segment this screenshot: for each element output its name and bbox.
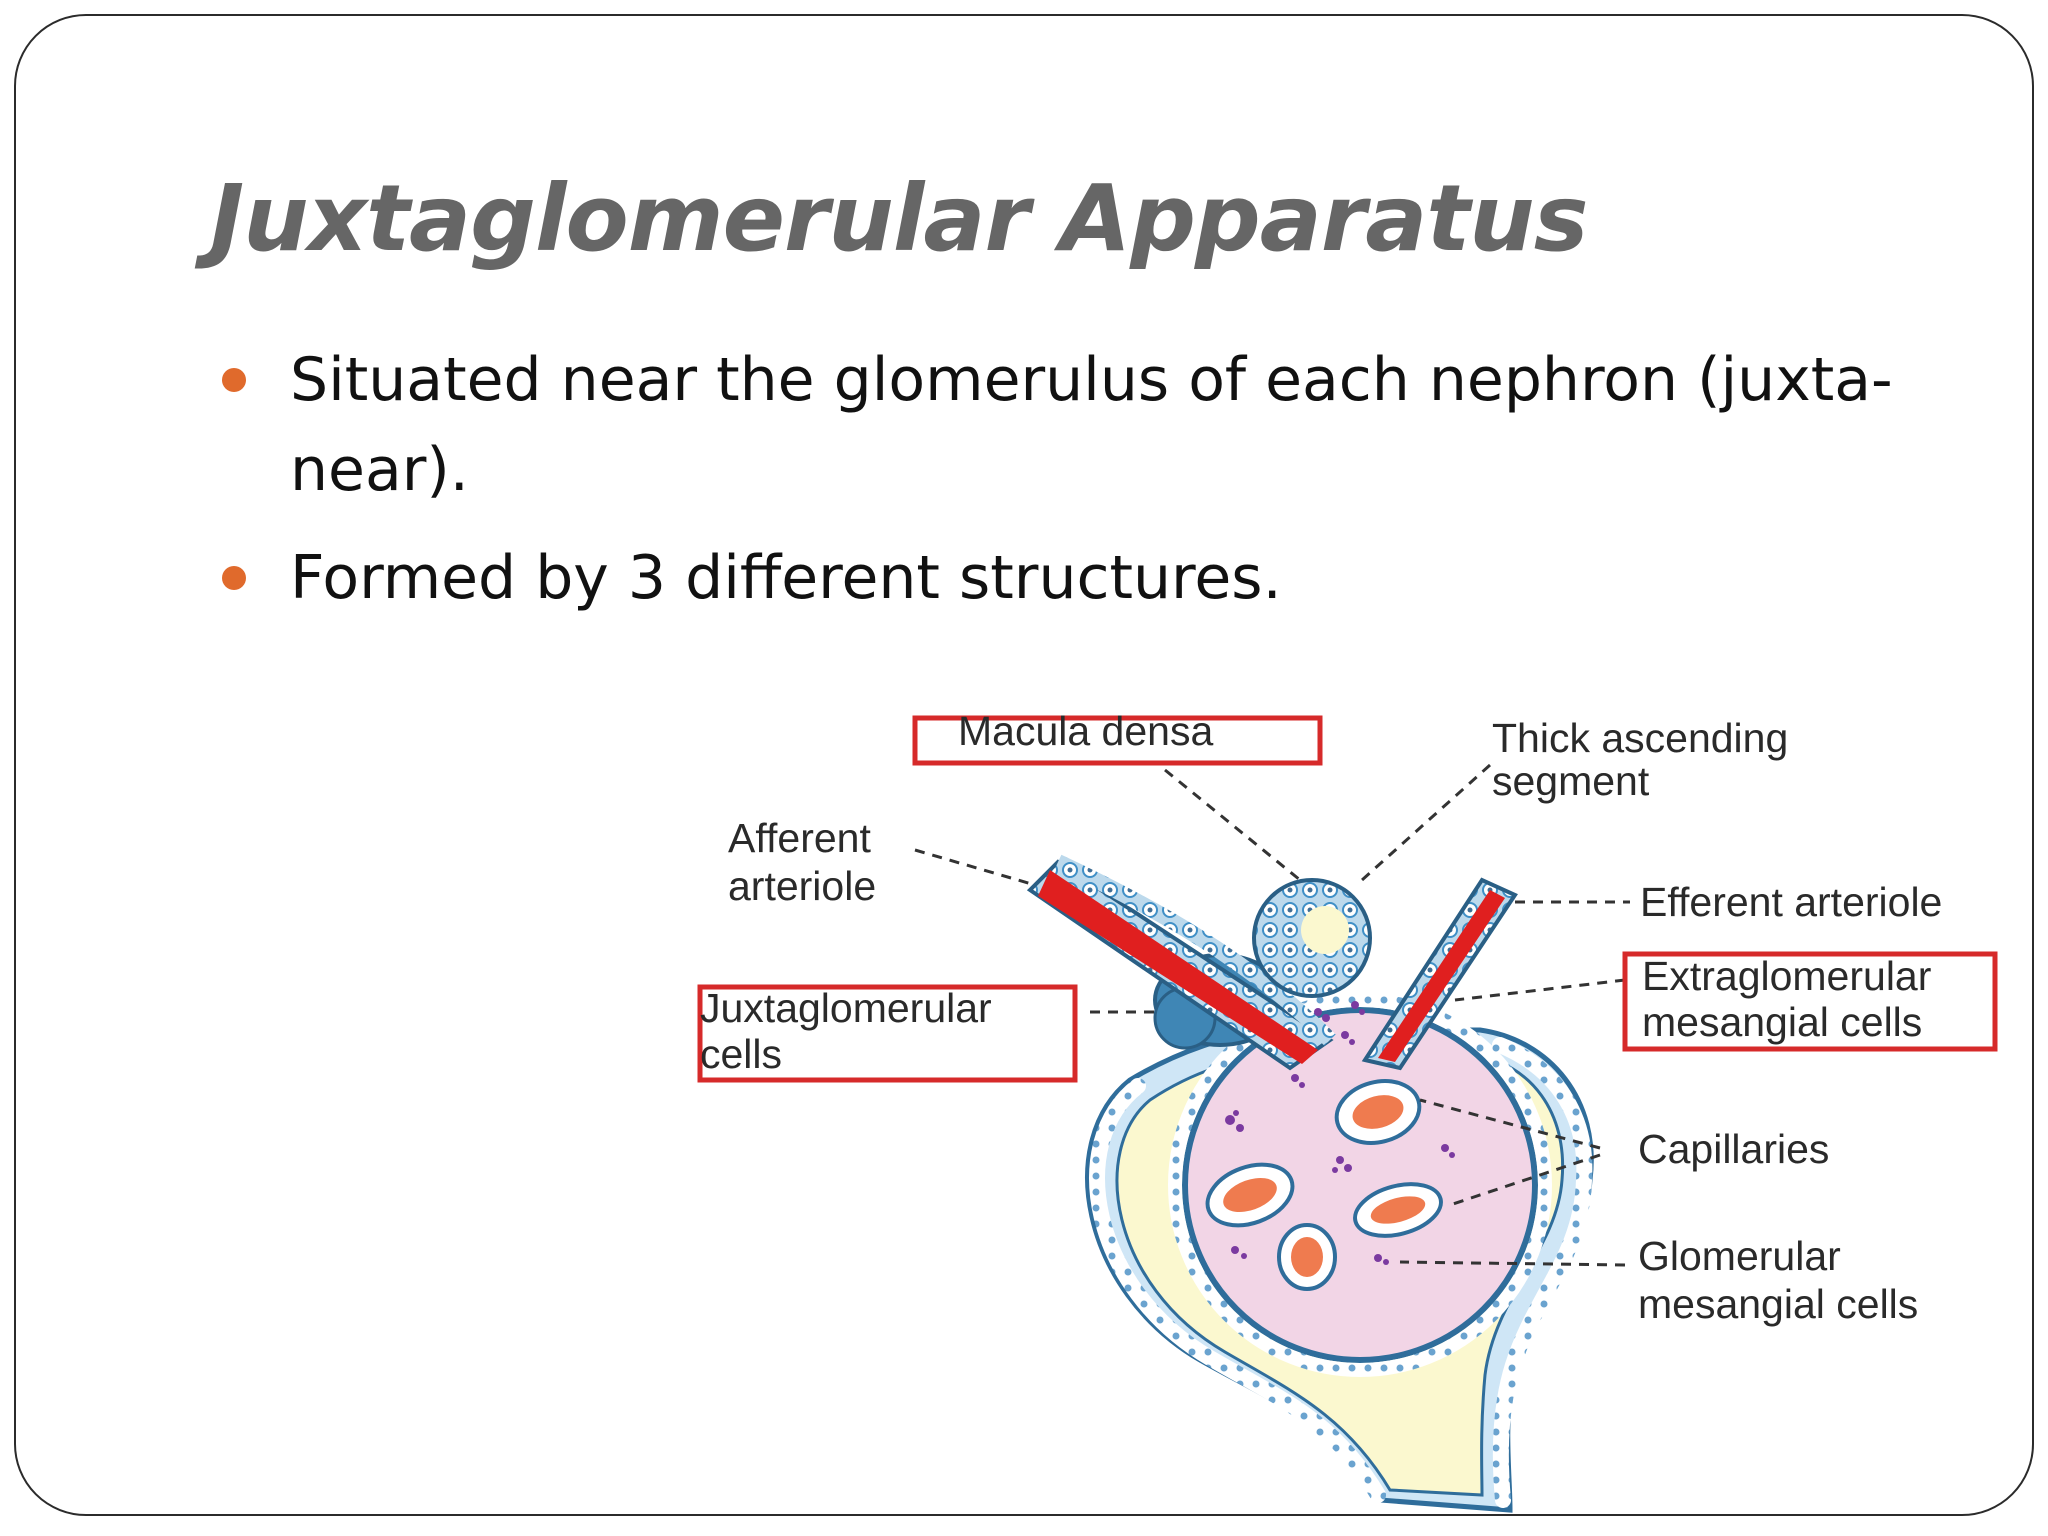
bullet-dot-icon <box>222 368 246 392</box>
bullet-list: Situated near the glomerulus of each nep… <box>210 335 1930 641</box>
bullet-text: Situated near the glomerulus of each nep… <box>290 345 1893 505</box>
bullet-dot-icon <box>222 566 246 590</box>
slide-title: Juxtaglomerular Apparatus <box>210 165 1589 272</box>
bullet-item: Situated near the glomerulus of each nep… <box>210 335 1930 515</box>
bullet-item: Formed by 3 different structures. <box>210 533 1930 623</box>
bullet-text: Formed by 3 different structures. <box>290 543 1282 613</box>
